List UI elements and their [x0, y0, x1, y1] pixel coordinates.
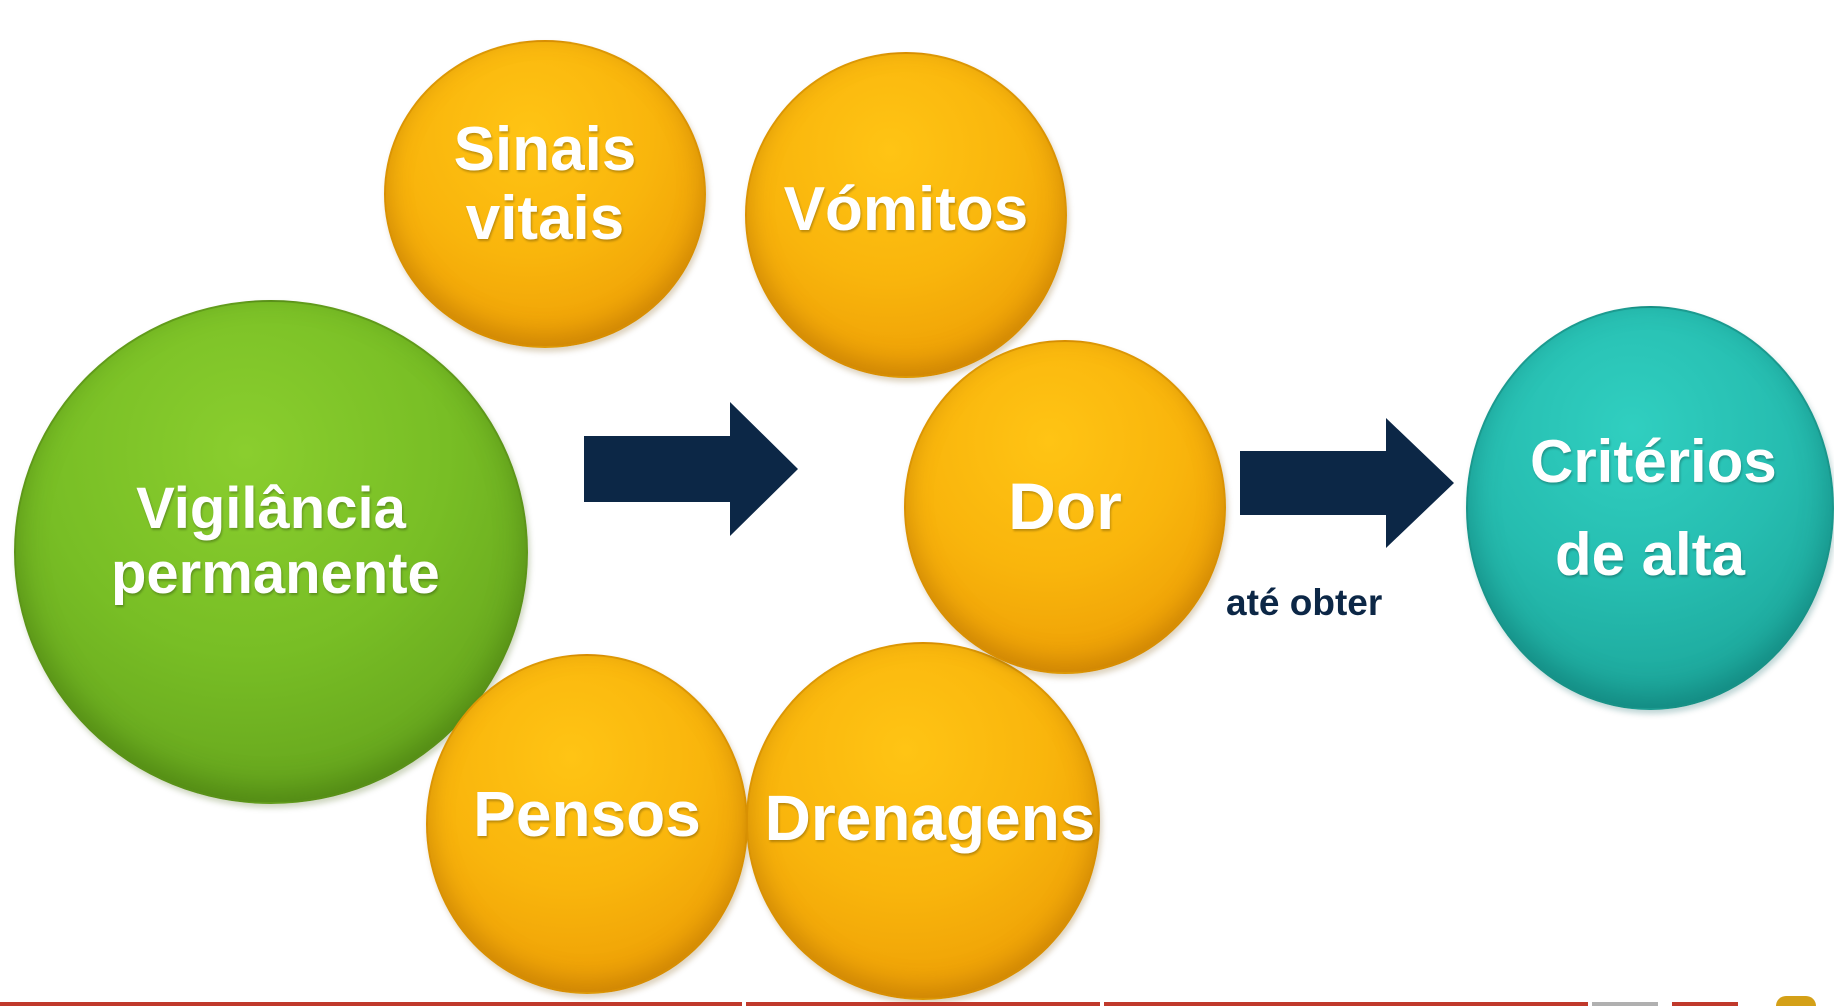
- footer-block: [1592, 1002, 1658, 1006]
- footer-divider: [746, 1002, 1100, 1006]
- drenagens-label: Drenagens: [764, 782, 1096, 855]
- dor-circle: Dor: [904, 340, 1226, 674]
- drenagens-circle: Drenagens: [746, 642, 1100, 1000]
- pensos-circle: Pensos: [426, 654, 748, 994]
- footer-block: [1672, 1002, 1738, 1006]
- logo-icon: [1776, 996, 1816, 1006]
- dor-label: Dor: [1008, 468, 1122, 543]
- vigilancia-circle: Vigilância permanente: [14, 300, 528, 804]
- connector-label: até obter: [1226, 582, 1383, 623]
- vomitos-circle: Vómitos: [745, 52, 1067, 378]
- criterios-circle: Critérios de alta: [1466, 306, 1834, 710]
- footer-divider: [1104, 1002, 1588, 1006]
- footer-divider: [0, 1002, 742, 1006]
- vomitos-label: Vómitos: [783, 175, 1029, 245]
- vigilancia-label: Vigilância permanente: [111, 476, 440, 606]
- sinais-vitais-label: Sinais vitais: [453, 114, 637, 253]
- pensos-label: Pensos: [473, 778, 701, 851]
- right-arrow-icon: [1240, 418, 1454, 548]
- sinais-vitais-circle: Sinais vitais: [384, 40, 706, 348]
- criterios-label: Critérios de alta: [1530, 427, 1777, 588]
- right-arrow-icon: [584, 402, 798, 536]
